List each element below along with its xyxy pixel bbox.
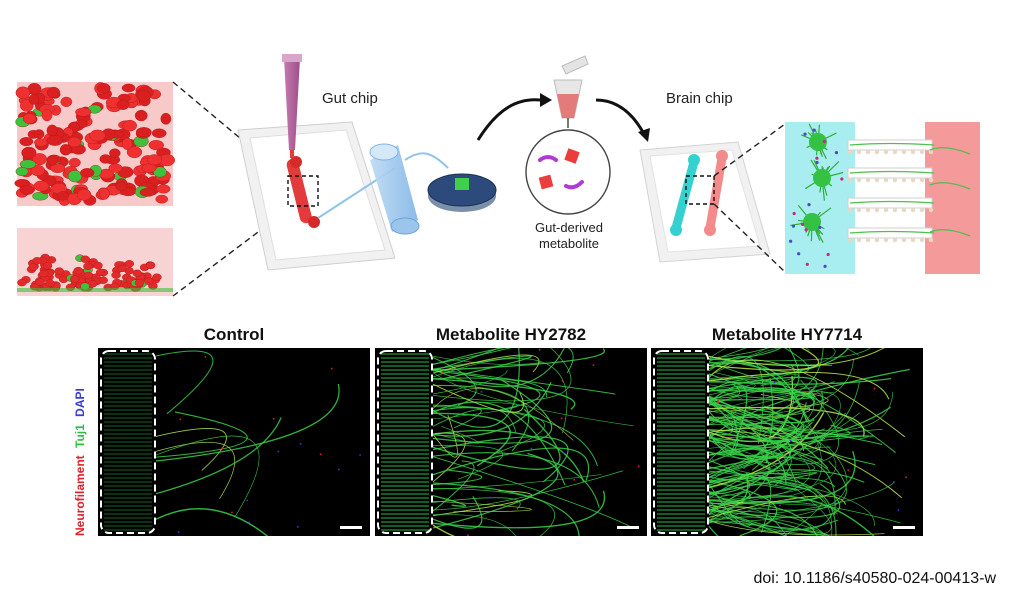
transwell-tube-icon <box>369 143 449 235</box>
metabolite-label-line2: metabolite <box>539 236 599 251</box>
gut-chip-label: Gut chip <box>322 90 378 107</box>
eppendorf-tube-icon <box>553 55 589 128</box>
panel-title-control: Control <box>203 325 265 344</box>
zoom-line <box>713 123 786 177</box>
arrow-icon <box>476 98 541 141</box>
gut-tissue-zoom-top <box>14 82 175 206</box>
metabolite-label: Gut-derived metabolite <box>524 220 614 252</box>
pipette-icon <box>282 54 302 158</box>
micrograph-control <box>98 348 370 536</box>
brain-chip <box>639 141 771 263</box>
panel-title-hy7714: Metabolite HY7714 <box>711 325 863 344</box>
gut-tissue-zoom-bottom <box>17 228 173 296</box>
brain-chip-label: Brain chip <box>666 90 733 107</box>
culture-dish-icon <box>427 173 497 212</box>
doi-citation: doi: 10.1186/s40580-024-00413-w <box>753 570 996 587</box>
stain-label: Neurofilament Tuj1 DAPI <box>72 348 88 536</box>
panel-title-hy2782: Metabolite HY2782 <box>435 325 587 344</box>
stain-label-tuj1: Tuj1 <box>73 424 87 448</box>
gut-chip <box>237 121 396 271</box>
arrow-icon <box>595 98 646 135</box>
stain-label-dapi: DAPI <box>73 388 87 417</box>
micrograph-hy7714 <box>651 348 923 536</box>
schematic <box>0 0 1024 300</box>
stain-label-neurofilament: Neurofilament <box>73 455 87 536</box>
micrograph-hy2782 <box>375 348 647 536</box>
zoom-line <box>713 203 786 273</box>
neuron-channel-zoom <box>785 122 980 274</box>
schematic-drawing <box>14 54 980 297</box>
metabolite-label-line1: Gut-derived <box>535 220 603 235</box>
metabolite-bubble <box>525 129 611 215</box>
svg-text:Neurofilament Tuj1: Neurofilament Tuj1 DAPI <box>73 388 87 536</box>
zoom-line <box>172 81 291 181</box>
